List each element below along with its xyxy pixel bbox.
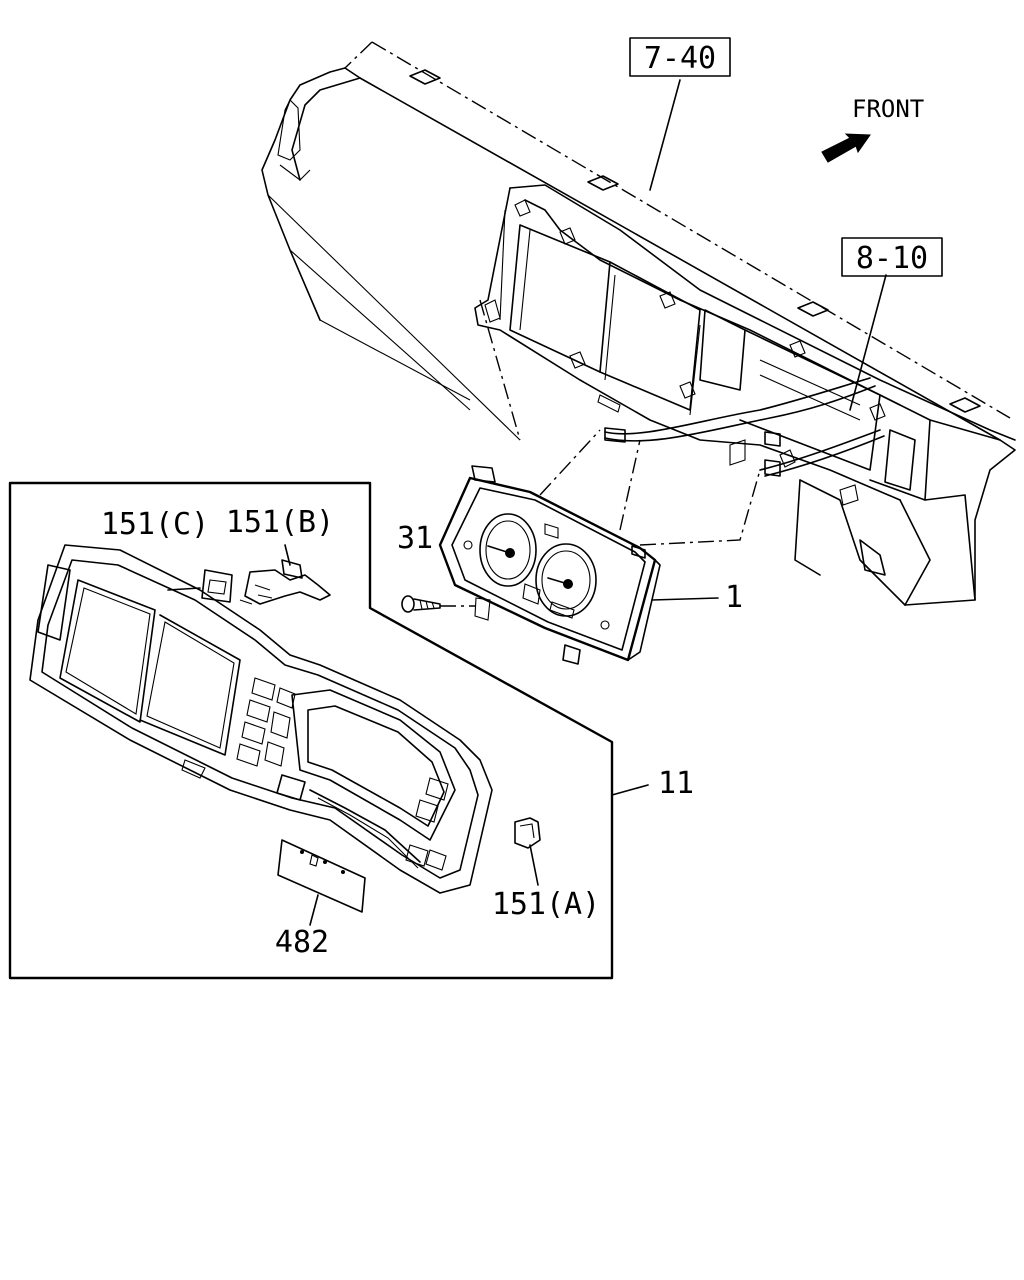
ref-label-8-10: 8-10 [856,241,928,276]
ref-box-7-40 [629,37,731,77]
bezel-inset [8,481,614,980]
plate-482 [277,839,366,926]
clip-151a [514,817,541,886]
callout-1: 1 [725,580,743,615]
clip-151c [167,569,233,603]
leader-8-10 [849,274,887,411]
ref-box-8-10 [841,237,943,277]
ref-label-7-40: 7-40 [644,41,716,76]
leader-7-40 [649,79,681,191]
leader-11 [611,784,649,796]
front-arrow-icon [821,133,871,163]
dashboard-assembly [261,41,1016,606]
leader-1 [651,597,719,601]
callout-151a: 151(A) [492,887,600,922]
screw-31 [401,595,441,613]
front-label: FRONT [852,95,924,123]
callout-482: 482 [275,925,329,960]
callout-31: 31 [397,521,433,556]
harness-151b [239,544,331,605]
instrument-cluster [401,429,761,665]
callout-151b: 151(B) [226,505,334,540]
callout-11: 11 [658,766,694,801]
callout-151c: 151(C) [101,507,209,542]
